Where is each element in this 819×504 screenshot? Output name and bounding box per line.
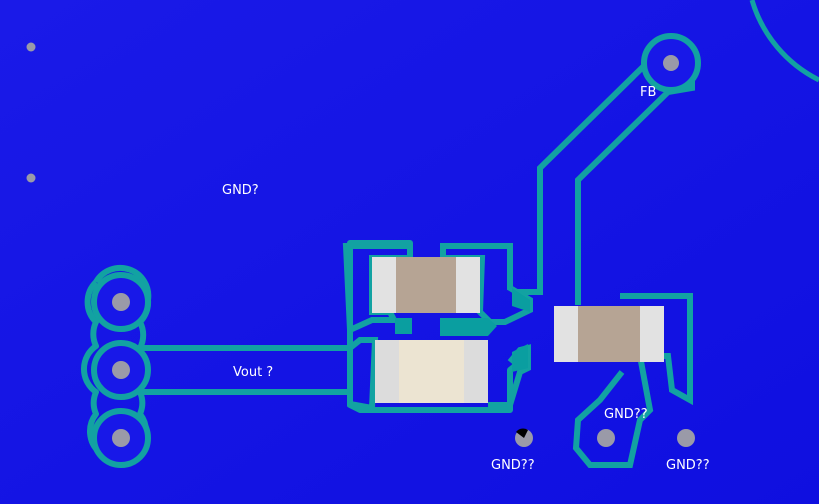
teal-pad-fb — [512, 288, 530, 312]
label-vout: Vout ? — [233, 365, 273, 380]
header-pin-3 — [91, 408, 151, 468]
mounting-dot-top — [26, 42, 36, 52]
capacitor-right — [554, 306, 664, 362]
capacitor-bottom — [375, 340, 488, 403]
teal-pad-right — [440, 318, 497, 336]
header-pin-2 — [91, 340, 151, 400]
gnd-via-3 — [677, 429, 695, 447]
label-fb: FB — [640, 85, 656, 100]
fb-via — [641, 33, 701, 93]
board-arc-outline — [749, 0, 819, 83]
label-gnd-bottom-left: GND?? — [491, 458, 535, 473]
label-gnd-bottom-right: GND?? — [666, 458, 710, 473]
header-pin-1 — [91, 272, 151, 332]
gnd-via-1 — [515, 428, 533, 447]
label-gnd-top: GND? — [222, 183, 259, 198]
label-gnd-mid: GND?? — [604, 407, 648, 422]
teal-pad-mid — [512, 344, 528, 372]
gnd-via-2 — [597, 429, 615, 447]
mounting-dot-mid — [26, 173, 36, 183]
capacitor-top — [372, 257, 480, 313]
teal-pad-left — [395, 318, 412, 334]
